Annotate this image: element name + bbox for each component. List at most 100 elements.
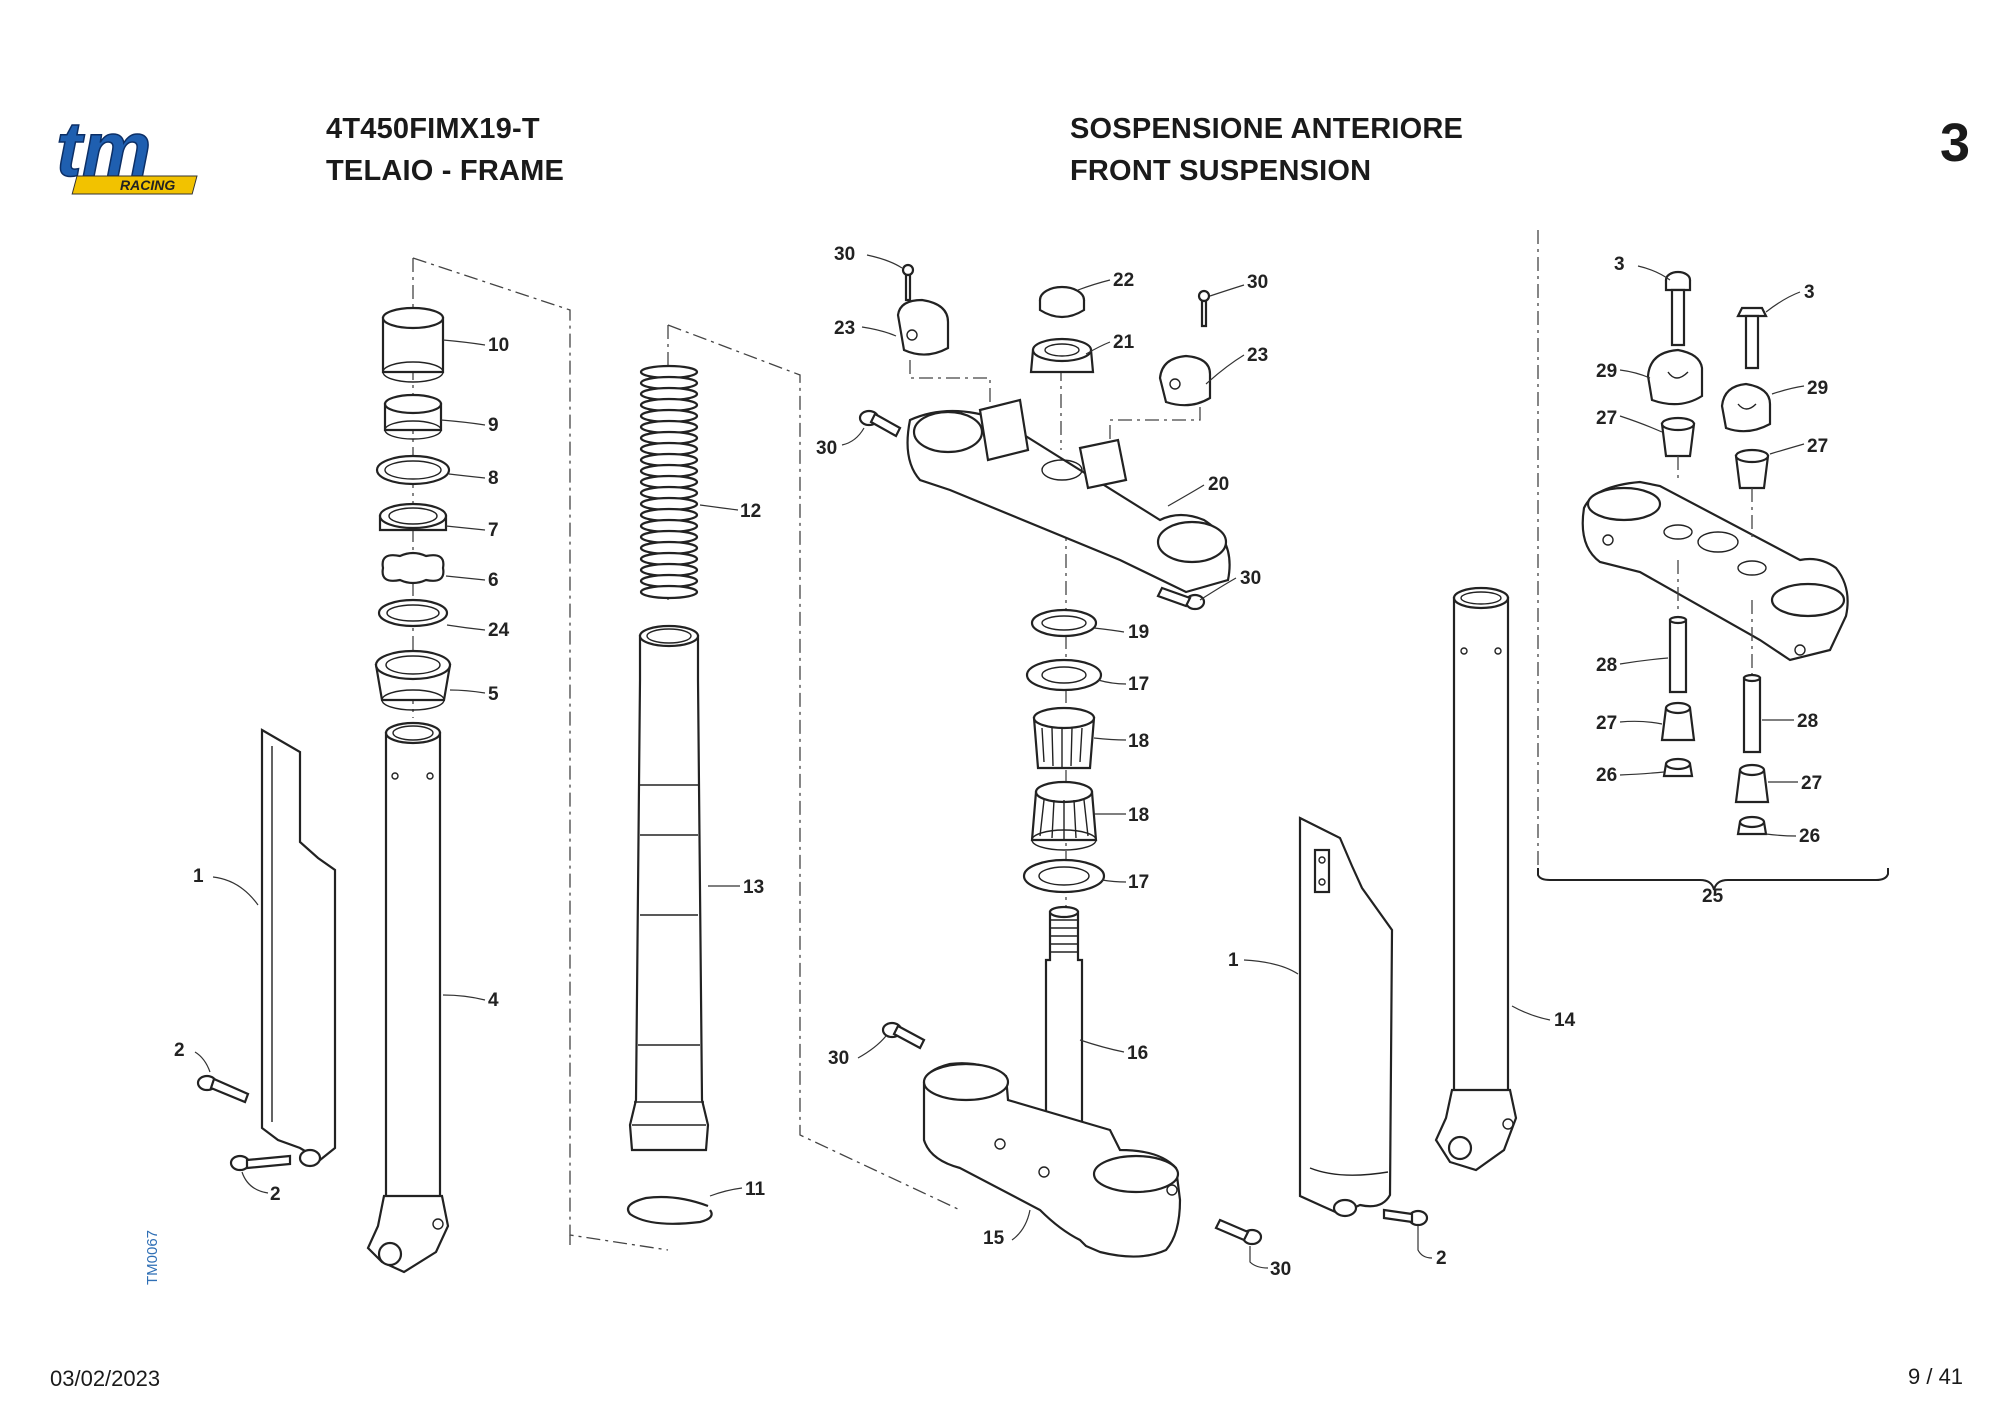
callout: 19 (1128, 622, 1149, 643)
callout: 5 (488, 684, 499, 705)
callout: 30 (1270, 1259, 1291, 1280)
callout: 18 (1128, 731, 1149, 752)
upper-triple-clamp-20 (906, 398, 1231, 594)
callout: 18 (1128, 805, 1149, 826)
bushing-10 (381, 306, 445, 383)
spring-12 (639, 364, 699, 600)
clamp-29-right (1720, 382, 1772, 433)
bolt-30-top-right (1197, 289, 1211, 328)
nut-21 (1029, 337, 1095, 374)
callout: 14 (1554, 1010, 1576, 1031)
callout: 30 (1247, 272, 1268, 293)
callout: 26 (1799, 826, 1820, 847)
callout: 30 (1240, 568, 1261, 589)
svg-text:RACING: RACING (120, 177, 175, 193)
callout: 27 (1596, 408, 1617, 429)
callout: 7 (488, 520, 499, 541)
clamp-23-right (1158, 354, 1212, 407)
nut-26-left (1662, 757, 1694, 778)
callout: 4 (488, 990, 499, 1011)
left-fork-guard (260, 728, 337, 1168)
bolt-30-upper-crown-left (858, 409, 902, 438)
callout: 30 (828, 1048, 849, 1069)
svg-text:tm: tm (56, 120, 151, 193)
model-code: 4T450FIMX19-T (326, 113, 540, 145)
callout: 16 (1127, 1043, 1148, 1064)
callout: 30 (816, 438, 837, 459)
rubber-27-top-left (1660, 416, 1696, 458)
tm-racing-logo: tm RACING (55, 120, 198, 195)
lower-triple-clamp-15 (922, 1062, 1182, 1258)
spacer-28-left (1668, 615, 1688, 694)
callout: 17 (1128, 674, 1149, 695)
callout-numbers: 1 2 2 4 5 6 7 8 9 10 24 11 12 13 30 23 3… (174, 244, 1828, 1280)
callout: 2 (174, 1040, 185, 1061)
top-clamp-kit-25 (1581, 480, 1849, 662)
clamp-29-left (1646, 348, 1704, 406)
spacer-28-right (1742, 673, 1762, 754)
dust-seal-5 (374, 649, 452, 711)
clip-6 (381, 551, 445, 585)
group-title: TELAIO - FRAME (326, 155, 565, 187)
footer-date: 03/02/2023 (50, 1366, 161, 1391)
callout: 28 (1596, 655, 1617, 676)
inner-tube-13 (628, 624, 710, 1152)
callout: 17 (1128, 872, 1149, 893)
callout: 11 (745, 1179, 766, 1200)
callout: 30 (834, 244, 855, 265)
page-number: 9 / 41 (1908, 1364, 1964, 1389)
guard-bolt (196, 1074, 250, 1104)
callout: 27 (1596, 713, 1617, 734)
callout: 3 (1614, 254, 1625, 275)
bushing-9 (383, 393, 443, 440)
bolt-30-lower-crown-right (1214, 1218, 1263, 1246)
right-fork-guard (1298, 816, 1394, 1218)
callout: 15 (983, 1228, 1005, 1249)
callout: 23 (1247, 345, 1268, 366)
guard-bolt-right (1382, 1208, 1429, 1227)
callout: 23 (834, 318, 855, 339)
steering-stem-16 (1044, 905, 1084, 1142)
title-english: FRONT SUSPENSION (1070, 155, 1372, 187)
washer-8 (375, 454, 451, 486)
callout: 3 (1804, 282, 1815, 303)
leader-lines (194, 254, 1805, 1269)
callout: 2 (1436, 1248, 1447, 1269)
bolt-3-right (1736, 306, 1768, 370)
callout: 27 (1801, 773, 1822, 794)
seal-7 (378, 502, 448, 532)
rubber-27-bottom-right (1734, 763, 1770, 804)
guard-bolt (229, 1154, 292, 1172)
callout: 24 (488, 620, 510, 641)
callout: 9 (488, 415, 499, 436)
callout: 25 (1702, 886, 1724, 907)
title-italian: SOSPENSIONE ANTERIORE (1070, 113, 1464, 145)
callout: 22 (1113, 270, 1134, 291)
callout: 27 (1807, 436, 1828, 457)
callout: 8 (488, 468, 499, 489)
cap-22 (1038, 285, 1086, 319)
section-number: 3 (1940, 113, 1971, 173)
callout: 12 (740, 501, 761, 522)
callout: 6 (488, 570, 499, 591)
fork-slider-4 (366, 721, 450, 1274)
bearing-race-17-top (1025, 658, 1103, 692)
circlip-11 (626, 1195, 713, 1225)
nut-26-right (1736, 815, 1768, 836)
rubber-27-bottom-left (1660, 701, 1696, 742)
callout: 26 (1596, 765, 1617, 786)
callout: 29 (1596, 361, 1617, 382)
bolt-30-lower-crown-left (881, 1021, 926, 1050)
bearing-18-bottom (1030, 780, 1098, 851)
washer-24 (377, 598, 449, 628)
callout: 10 (488, 335, 509, 356)
fork-outer-tube-14 (1434, 586, 1518, 1172)
callout: 13 (743, 877, 764, 898)
callout: 1 (1228, 950, 1239, 971)
bearing-18-top (1032, 706, 1096, 770)
callout: 29 (1807, 378, 1828, 399)
bolt-3-left (1664, 270, 1692, 347)
callout: 28 (1797, 711, 1818, 732)
callout: 2 (270, 1184, 281, 1205)
